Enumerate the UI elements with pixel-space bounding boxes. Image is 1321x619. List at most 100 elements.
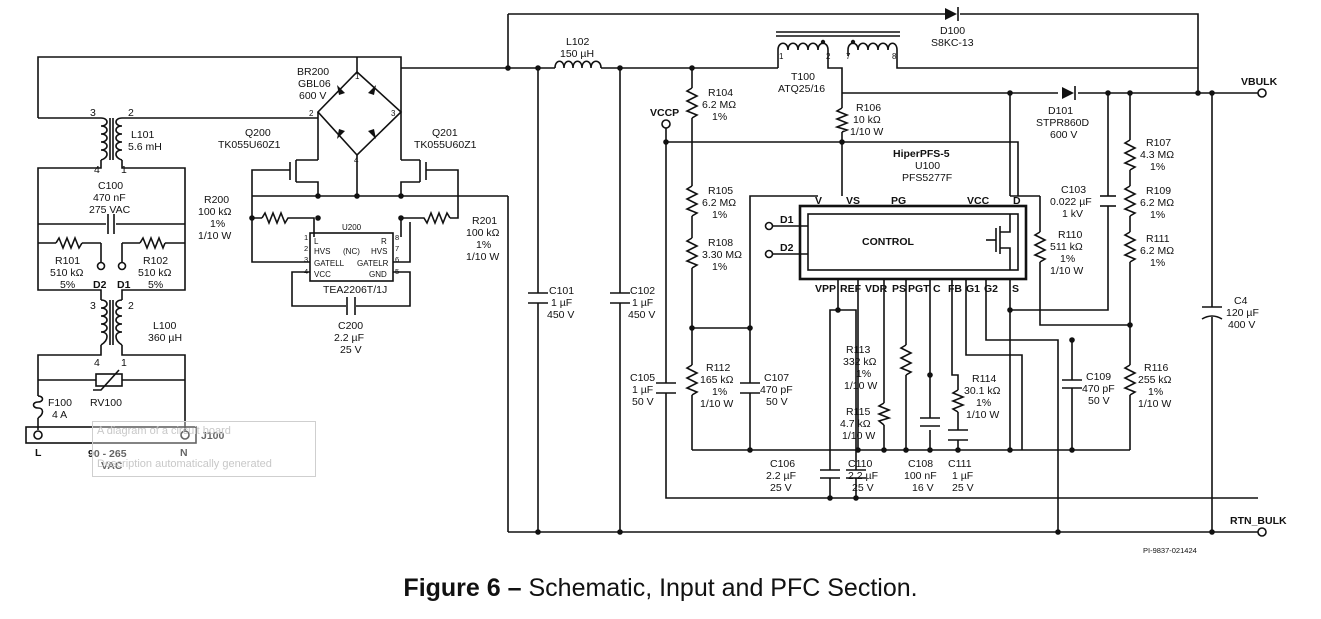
c101-capacitor <box>528 292 548 304</box>
c111-value: 1 µF <box>952 470 973 482</box>
c110-value: 2.2 µF <box>848 470 878 482</box>
u100-pin-s: S <box>1012 283 1019 295</box>
junction-dot <box>1105 90 1111 96</box>
u200-num-2: 2 <box>304 244 308 253</box>
c107-rating: 50 V <box>766 396 788 408</box>
br200-rating: 600 V <box>299 90 326 102</box>
junction-dot <box>315 215 321 221</box>
r200-power: 1/10 W <box>198 230 231 242</box>
u100-pin-vpp: VPP <box>815 283 836 295</box>
u100-pin-v: V <box>815 195 822 207</box>
u200-pin-gnd: GND <box>369 270 387 279</box>
u200-pin-r: R <box>381 237 387 246</box>
u100-ic <box>798 204 1028 281</box>
c100-capacitor <box>107 214 115 234</box>
u100-control: CONTROL <box>862 236 914 248</box>
junction-dot <box>855 447 861 453</box>
l100-pin3: 3 <box>90 300 96 312</box>
u200-pin-l: L <box>314 237 319 246</box>
c102-ref: C102 <box>630 285 655 297</box>
junction-dot <box>747 325 753 331</box>
r200-ref: R200 <box>204 194 229 206</box>
c111-ref: C111 <box>948 458 972 470</box>
junction-dot <box>1127 90 1133 96</box>
junction-dot <box>903 447 909 453</box>
c107-value: 470 pF <box>760 384 793 396</box>
ps-resistor <box>899 344 913 376</box>
r105-resistor <box>685 185 699 217</box>
l102-ref: L102 <box>566 36 590 48</box>
junction-dot <box>505 65 511 71</box>
figure-caption: Figure 6 – Schematic, Input and PFC Sect… <box>0 574 1321 603</box>
junction-dot <box>398 193 404 199</box>
r110-value: 511 kΩ <box>1050 241 1083 253</box>
r115-ref: R115 <box>846 406 870 418</box>
c105-rating: 50 V <box>632 396 654 408</box>
l100-pin4: 4 <box>94 357 100 369</box>
junction-dot <box>1209 529 1215 535</box>
r200-tol: 1% <box>210 218 225 230</box>
r107-tol: 1% <box>1150 161 1165 173</box>
q200-ref: Q200 <box>245 127 271 139</box>
c101-rating: 450 V <box>547 309 574 321</box>
c109-capacitor <box>1062 379 1082 389</box>
r112-resistor <box>685 364 699 396</box>
junction-dot <box>927 447 933 453</box>
alt-text-tooltip: A diagram of a circuit board Description… <box>92 421 316 477</box>
f100-fuse <box>32 395 44 419</box>
junction-dot <box>689 65 695 71</box>
u200-pin-gatell: GATELL <box>314 259 345 268</box>
c105-capacitor <box>656 382 676 394</box>
junction-dot <box>955 447 961 453</box>
d2-label: D2 <box>93 279 107 291</box>
vccp-label: VCCP <box>650 107 679 119</box>
vccp-terminal <box>661 119 671 129</box>
l102-value: 150 µH <box>560 48 594 60</box>
r104-value: 6.2 MΩ <box>702 99 736 111</box>
c111-rating: 25 V <box>952 482 974 494</box>
r115-power: 1/10 W <box>842 430 875 442</box>
c100-rating: 275 VAC <box>89 204 131 216</box>
q201-part: TK055U60Z1 <box>414 139 477 151</box>
u200-pin-hvs-l: HVS <box>314 247 330 256</box>
u100-pin-vcc: VCC <box>967 195 990 207</box>
u100-pin-fb: FB <box>948 283 962 295</box>
c109-value: 470 pF <box>1082 383 1115 395</box>
r113-power: 1/10 W <box>844 380 877 392</box>
c200-capacitor <box>346 297 356 315</box>
l101-ref: L101 <box>131 129 155 141</box>
u100-pin-vdr: VDR <box>865 283 888 295</box>
r107-ref: R107 <box>1146 137 1171 149</box>
l101-pin3: 3 <box>90 107 96 119</box>
u100-pin-d: D <box>1013 195 1021 207</box>
r106-value: 10 kΩ <box>853 114 881 126</box>
d101-part: STPR860D <box>1036 117 1090 129</box>
u200-num-1: 1 <box>304 233 308 242</box>
junction-dot <box>1007 90 1013 96</box>
r116-tol: 1% <box>1148 386 1163 398</box>
r105-tol: 1% <box>712 209 727 221</box>
c106-value: 2.2 µF <box>766 470 796 482</box>
r102-resistor <box>139 235 166 251</box>
c107-capacitor <box>740 382 760 394</box>
c4-ref: C4 <box>1234 295 1248 307</box>
input-wiring <box>37 56 402 430</box>
br200-pin4: 4 <box>354 156 359 165</box>
r110-resistor <box>1033 231 1047 263</box>
doc-id: PI-9837-021424 <box>1143 546 1197 555</box>
r109-tol: 1% <box>1150 209 1165 221</box>
r109-value: 6.2 MΩ <box>1140 197 1174 209</box>
c110-ref: C110 <box>848 458 872 470</box>
u100-d2-terminal <box>764 249 774 259</box>
u200-num-8: 8 <box>395 233 399 242</box>
c106-capacitor <box>820 469 840 479</box>
q201-ref: Q201 <box>432 127 458 139</box>
r113-ref: R113 <box>846 344 870 356</box>
c108-capacitor <box>920 417 940 427</box>
c103-ref: C103 <box>1061 184 1086 196</box>
junction-dot <box>617 65 623 71</box>
r101-tol: 5% <box>60 279 75 291</box>
r113-value: 332 kΩ <box>843 356 877 368</box>
r114-ref: R114 <box>972 373 996 385</box>
r116-value: 255 kΩ <box>1138 374 1172 386</box>
